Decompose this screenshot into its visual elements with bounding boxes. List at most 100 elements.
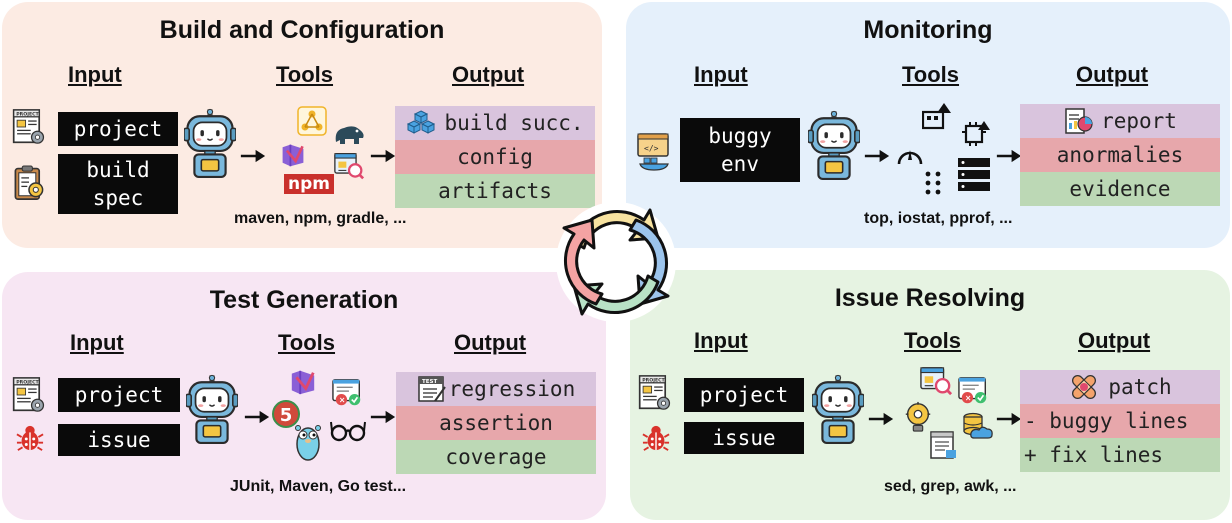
robot-agent-icon: [812, 374, 864, 446]
output-row-assertion: assertion: [396, 406, 596, 440]
output-row-anormalies: anormalies: [1020, 138, 1220, 172]
arrow-right-icon: [864, 149, 890, 163]
tools-caption: top, iostat, pprof, ...: [864, 210, 1013, 227]
code-window-docker-icon: </>: [637, 133, 669, 171]
output-text: config: [457, 145, 533, 169]
tools-heading: Tools: [276, 62, 334, 87]
output-text: regression: [448, 377, 576, 401]
output-heading: Output: [1078, 328, 1151, 353]
bandage-patch-icon: [1072, 374, 1097, 400]
tools-heading: Tools: [278, 330, 336, 355]
cubes-icon: [407, 110, 436, 134]
panel-title: Monitoring: [863, 16, 993, 44]
bug-icon: [642, 424, 670, 452]
arrow-right-icon: [868, 412, 894, 426]
robot-agent-icon: [186, 374, 238, 446]
project-document-icon: [12, 108, 46, 146]
output-row-patch: patch: [1020, 370, 1220, 404]
input-heading: Input: [694, 328, 748, 353]
output-text: + fix lines: [1024, 443, 1164, 467]
bug-icon: [16, 424, 44, 452]
output-row-buggy-lines: - buggy lines: [1020, 404, 1220, 438]
arrow-right-icon: [240, 149, 266, 163]
gauge-icon: [897, 150, 923, 165]
document-list-icon: [928, 430, 958, 460]
input-box-project: project: [58, 112, 178, 146]
arrow-right-icon: [370, 410, 396, 424]
tools-heading: Tools: [902, 62, 960, 87]
clipboard-gear-icon: [12, 164, 46, 202]
output-text: assertion: [439, 411, 553, 435]
output-row-coverage: coverage: [396, 440, 596, 474]
output-row-build-success: build succ.: [395, 106, 595, 140]
output-heading: Output: [1076, 62, 1149, 87]
npm-logo: npm: [284, 174, 334, 194]
input-box-build-spec: build spec: [58, 154, 178, 214]
output-row-evidence: evidence: [1020, 172, 1220, 206]
cpu-chip-icon: [962, 121, 990, 146]
output-text: coverage: [445, 445, 547, 469]
output-text: - buggy lines: [1024, 409, 1189, 433]
gradle-hexagon-icon: [297, 106, 327, 136]
gradle-elephant-icon: [335, 126, 364, 144]
input-box-issue: issue: [58, 424, 180, 456]
robot-agent-icon: [808, 110, 860, 182]
output-row-config: config: [395, 140, 595, 174]
output-text: evidence: [1069, 177, 1171, 201]
output-text: anormalies: [1056, 143, 1184, 167]
output-heading: Output: [454, 330, 527, 355]
test-document-icon: TEST: [418, 376, 446, 402]
visual-studio-icon: [288, 368, 318, 396]
arrow-right-icon: [996, 149, 1022, 163]
input-heading: Input: [70, 330, 124, 355]
project-document-icon: [638, 374, 672, 412]
search-screen-icon: [334, 152, 364, 180]
panel-title: Issue Resolving: [834, 284, 1026, 312]
visual-studio-icon: [280, 142, 306, 168]
output-text: artifacts: [438, 179, 552, 203]
glasses-icon: [330, 421, 366, 442]
panel-monitoring: Monitoring Input Tools Output </> buggy …: [626, 2, 1230, 248]
robot-agent-icon: [184, 108, 236, 180]
junit5-logo: 5: [272, 400, 300, 428]
arrow-right-icon: [996, 412, 1022, 426]
input-box-buggy-env: buggy env: [680, 118, 800, 182]
output-text: patch: [1108, 375, 1172, 399]
svg-text:</>: </>: [644, 144, 659, 153]
input-heading: Input: [694, 62, 748, 87]
cloud-database-icon: [960, 410, 994, 442]
check-form-icon: [332, 378, 364, 408]
panel-title: Build and Configuration: [159, 16, 445, 44]
input-heading: Input: [68, 62, 122, 87]
check-form-icon: [958, 376, 990, 406]
output-heading: Output: [452, 62, 525, 87]
input-box-project: project: [58, 378, 180, 412]
tools-caption: maven, npm, gradle, ...: [234, 210, 407, 227]
idea-gear-icon: [902, 400, 934, 434]
shapes-icon: [922, 103, 951, 130]
output-row-artifacts: artifacts: [395, 174, 595, 208]
tools-caption: sed, grep, awk, ...: [884, 478, 1017, 495]
output-text: report: [1101, 109, 1177, 133]
panel-build-configuration: Build and Configuration Input Tools Outp…: [2, 2, 602, 248]
input-box-issue: issue: [684, 422, 804, 454]
project-document-icon: [12, 376, 46, 414]
go-gopher-icon: [295, 425, 321, 461]
svg-text:TEST: TEST: [422, 379, 437, 385]
output-row-regression: TEST regression: [396, 372, 596, 406]
search-screen-icon: [920, 366, 952, 396]
arrow-right-icon: [370, 149, 396, 163]
output-row-fix-lines: + fix lines: [1020, 438, 1220, 472]
output-row-report: report: [1020, 104, 1220, 138]
panel-test-generation: Test Generation Input Tools Output proje…: [2, 272, 606, 520]
server-rack-icon: [958, 158, 990, 191]
panel-title: Test Generation: [209, 286, 399, 314]
panel-issue-resolving: Issue Resolving Input Tools Output proje…: [630, 270, 1230, 520]
arrow-right-icon: [244, 410, 270, 424]
report-chart-icon: [1065, 108, 1093, 134]
input-box-project: project: [684, 378, 804, 412]
tools-caption: JUnit, Maven, Go test...: [230, 478, 407, 495]
tools-heading: Tools: [904, 328, 962, 353]
output-text: build succ.: [444, 111, 584, 135]
cycle-arrows-icon: [556, 202, 676, 322]
